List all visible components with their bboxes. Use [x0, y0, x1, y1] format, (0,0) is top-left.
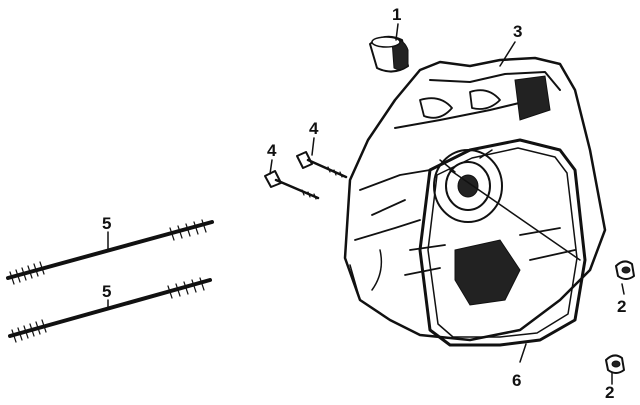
crankcase-part — [343, 56, 607, 342]
bolt-part-lower — [264, 170, 320, 200]
leader-lines — [107, 23, 625, 385]
callout-6: 6 — [512, 371, 522, 390]
callout-5-lower: 5 — [102, 282, 112, 301]
callout-2-lower: 2 — [605, 383, 615, 402]
leader-4a — [311, 137, 315, 156]
dowel-pin-part-lower — [605, 354, 625, 374]
leader-1 — [395, 23, 399, 41]
bolt-part-upper — [296, 151, 348, 179]
leader-3 — [499, 41, 516, 67]
stud-bolt-part-upper — [6, 219, 214, 285]
callout-2-upper: 2 — [617, 297, 627, 316]
stud-bolt-part-lower — [8, 277, 212, 343]
leader-4b — [269, 159, 273, 175]
bushing-part — [369, 35, 409, 73]
callout-3: 3 — [513, 22, 523, 41]
gasket-part — [418, 138, 587, 347]
leader-6 — [519, 343, 527, 363]
callout-4-upper: 4 — [309, 119, 319, 138]
callout-5-upper: 5 — [102, 214, 112, 233]
dowel-pin-part-upper — [615, 260, 635, 280]
callout-4-lower: 4 — [267, 141, 277, 160]
leader-2a — [621, 283, 625, 295]
callout-1: 1 — [392, 5, 402, 24]
